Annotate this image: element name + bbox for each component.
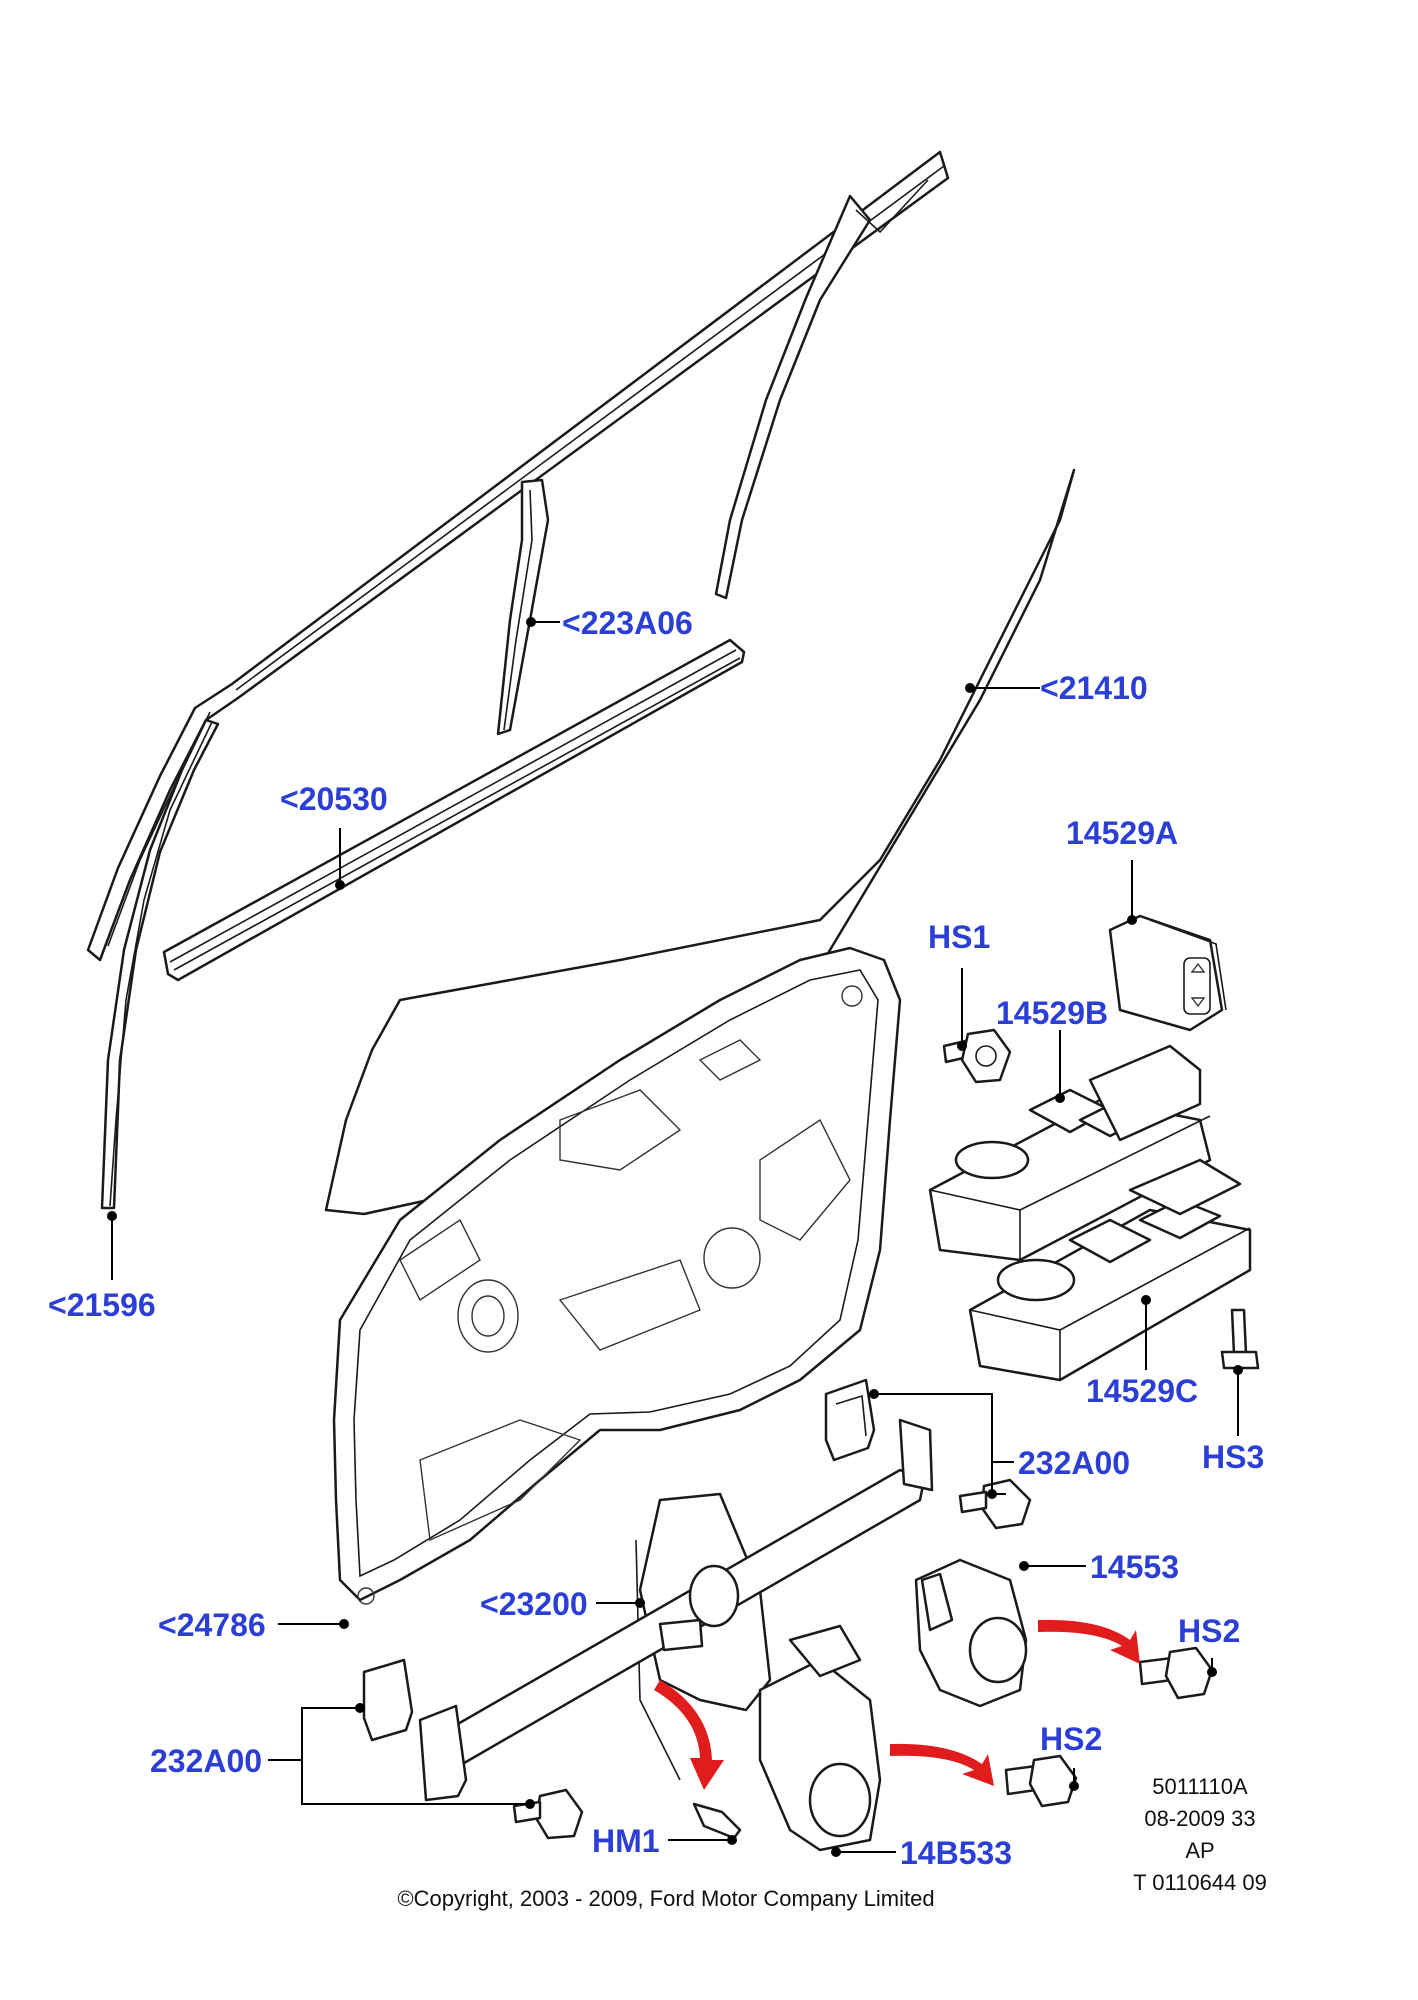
part-14553-motor	[914, 1558, 1028, 1708]
callout-labels: <223A06 <21410 <20530 14529A HS1 14529B …	[48, 605, 1264, 1871]
doc-number: 5011110A	[1152, 1774, 1248, 1799]
callout-23200[interactable]: <23200	[480, 1586, 588, 1622]
part-21410-door-glass	[324, 468, 1076, 1216]
part-HS1-bolt	[942, 1028, 1012, 1084]
part-14529A-switch	[1108, 914, 1227, 1032]
callout-HS1[interactable]: HS1	[928, 919, 990, 955]
callout-HM1[interactable]: HM1	[592, 1823, 660, 1859]
document-info: 5011110A 08-2009 33 AP T 0110644 09	[1133, 1774, 1267, 1895]
part-HS2-right-bolt	[1138, 1646, 1214, 1700]
part-23200-regulator	[428, 1418, 934, 1781]
red-arrow-14B533	[890, 1743, 994, 1786]
part-HS3-screw	[1220, 1308, 1260, 1370]
part-223A06-channel	[496, 478, 550, 736]
part-24786-door-panel	[332, 946, 902, 1605]
part-14529C-switch-pack	[968, 1158, 1252, 1382]
part-14529B-switch-pack	[928, 1044, 1212, 1262]
callout-HS2-right[interactable]: HS2	[1178, 1613, 1240, 1649]
callout-223A06[interactable]: <223A06	[562, 605, 693, 641]
callout-232A00-top[interactable]: 232A00	[1018, 1445, 1130, 1481]
part-20530-belt-moulding	[162, 638, 746, 982]
part-232A00-lower-clip	[362, 1658, 584, 1840]
part-14B533-motor	[758, 1624, 882, 1852]
part-HM1-pin	[692, 1802, 742, 1840]
callout-14553[interactable]: 14553	[1090, 1549, 1179, 1585]
callout-21410[interactable]: <21410	[1040, 670, 1148, 706]
callout-232A00-bottom[interactable]: 232A00	[150, 1743, 262, 1779]
red-arrow-14553	[1038, 1619, 1140, 1664]
part-HS2-lower-bolt	[1004, 1754, 1078, 1808]
callout-14529C[interactable]: 14529C	[1086, 1373, 1198, 1409]
callout-20530[interactable]: <20530	[280, 781, 388, 817]
callout-HS2-lower[interactable]: HS2	[1040, 1721, 1102, 1757]
copyright-notice: ©Copyright, 2003 - 2009, Ford Motor Comp…	[397, 1886, 934, 1911]
callout-14529A[interactable]: 14529A	[1066, 815, 1178, 851]
red-arrow-regulator	[654, 1680, 724, 1790]
callout-24786[interactable]: <24786	[158, 1607, 266, 1643]
callout-HS3[interactable]: HS3	[1202, 1439, 1264, 1475]
leader-lines	[107, 617, 1243, 1857]
callout-14529B[interactable]: 14529B	[996, 995, 1108, 1031]
doc-date: 08-2009 33	[1144, 1806, 1255, 1831]
part-21596-weatherstrip	[86, 150, 950, 1210]
callout-21596[interactable]: <21596	[48, 1287, 156, 1323]
red-arrows	[654, 1619, 1140, 1790]
parts-drawing	[86, 150, 1260, 1852]
doc-region: AP	[1185, 1838, 1214, 1863]
callout-14B533[interactable]: 14B533	[900, 1835, 1012, 1871]
doc-reference: T 0110644 09	[1133, 1870, 1267, 1895]
